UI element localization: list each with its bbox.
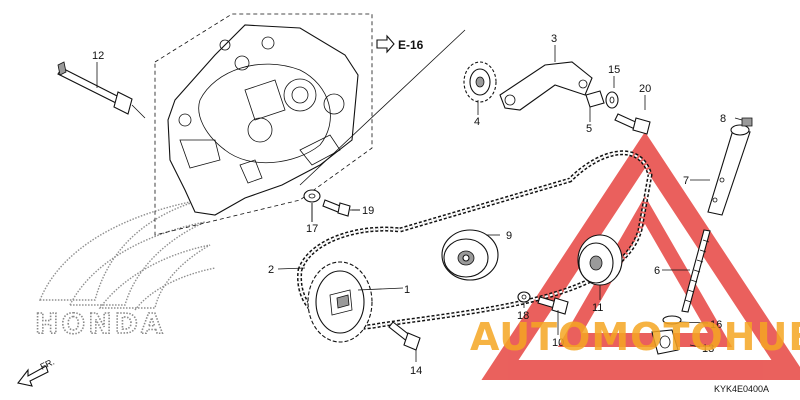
part-6-spring-rod (681, 229, 711, 313)
reference-arrow: E-16 (376, 34, 424, 54)
leader-crankcase-to-tensioner (299, 29, 466, 186)
callout-1: 1 (404, 284, 410, 296)
callout-3: 3 (551, 33, 557, 45)
callout-6: 6 (654, 265, 660, 277)
part-16-washer (662, 315, 682, 325)
honda-wing-logo (38, 199, 216, 311)
part-1-sprocket (307, 261, 373, 343)
part-8-plug (741, 117, 753, 127)
part-14-bolt (388, 321, 421, 351)
watermark-label: AUTOMOTOHUB (470, 315, 800, 359)
callout-19: 19 (362, 205, 374, 217)
part-3-tensioner-arm (499, 61, 593, 111)
crankcase-callout-box (154, 13, 373, 236)
diagram-code: KYK4E0400A (714, 384, 769, 394)
callout-11: 11 (592, 302, 603, 314)
part-11-guide-roller (577, 234, 623, 286)
front-direction-indicator: FR. (17, 357, 56, 387)
callout-16: 16 (710, 319, 722, 331)
watermark-text: AUTOMOTOHUB (470, 315, 800, 359)
honda-logo-text: HONDA (35, 307, 166, 340)
part-19-bolt (322, 199, 360, 217)
part-12-bolt (57, 61, 146, 119)
part-15-washer (605, 91, 619, 109)
crankcase-half (167, 24, 359, 216)
leader-lines (277, 45, 743, 362)
callout-15: 15 (608, 64, 620, 76)
part-13-nut (651, 329, 679, 355)
callout-7: 7 (683, 175, 689, 187)
callout-5: 5 (586, 123, 592, 135)
callout-2: 2 (268, 264, 274, 276)
callout-14: 14 (410, 365, 422, 377)
callout-20: 20 (639, 83, 651, 95)
part-4-tensioner-sprocket (463, 61, 497, 103)
callout-numbers: 1 2 3 4 5 6 7 8 9 10 11 12 13 14 15 16 1… (92, 33, 726, 377)
callout-4: 4 (474, 116, 480, 128)
callout-12: 12 (92, 50, 104, 62)
callout-8: 8 (720, 113, 726, 125)
callout-10: 10 (552, 337, 564, 349)
part-17-washer (303, 189, 321, 222)
part-9-guide-roller (441, 229, 499, 281)
callout-13: 13 (702, 343, 714, 355)
part-20-bolt (614, 113, 651, 135)
part-18-washer (517, 291, 531, 303)
reference-label: E-16 (398, 38, 424, 52)
part-10-bolt (537, 296, 569, 315)
callout-9: 9 (506, 230, 512, 242)
part-5-collar (585, 90, 605, 108)
part-7-tensioner-lifter (707, 124, 751, 216)
callout-18: 18 (517, 310, 529, 322)
front-label: FR. (39, 357, 56, 372)
callout-17: 17 (306, 223, 318, 235)
